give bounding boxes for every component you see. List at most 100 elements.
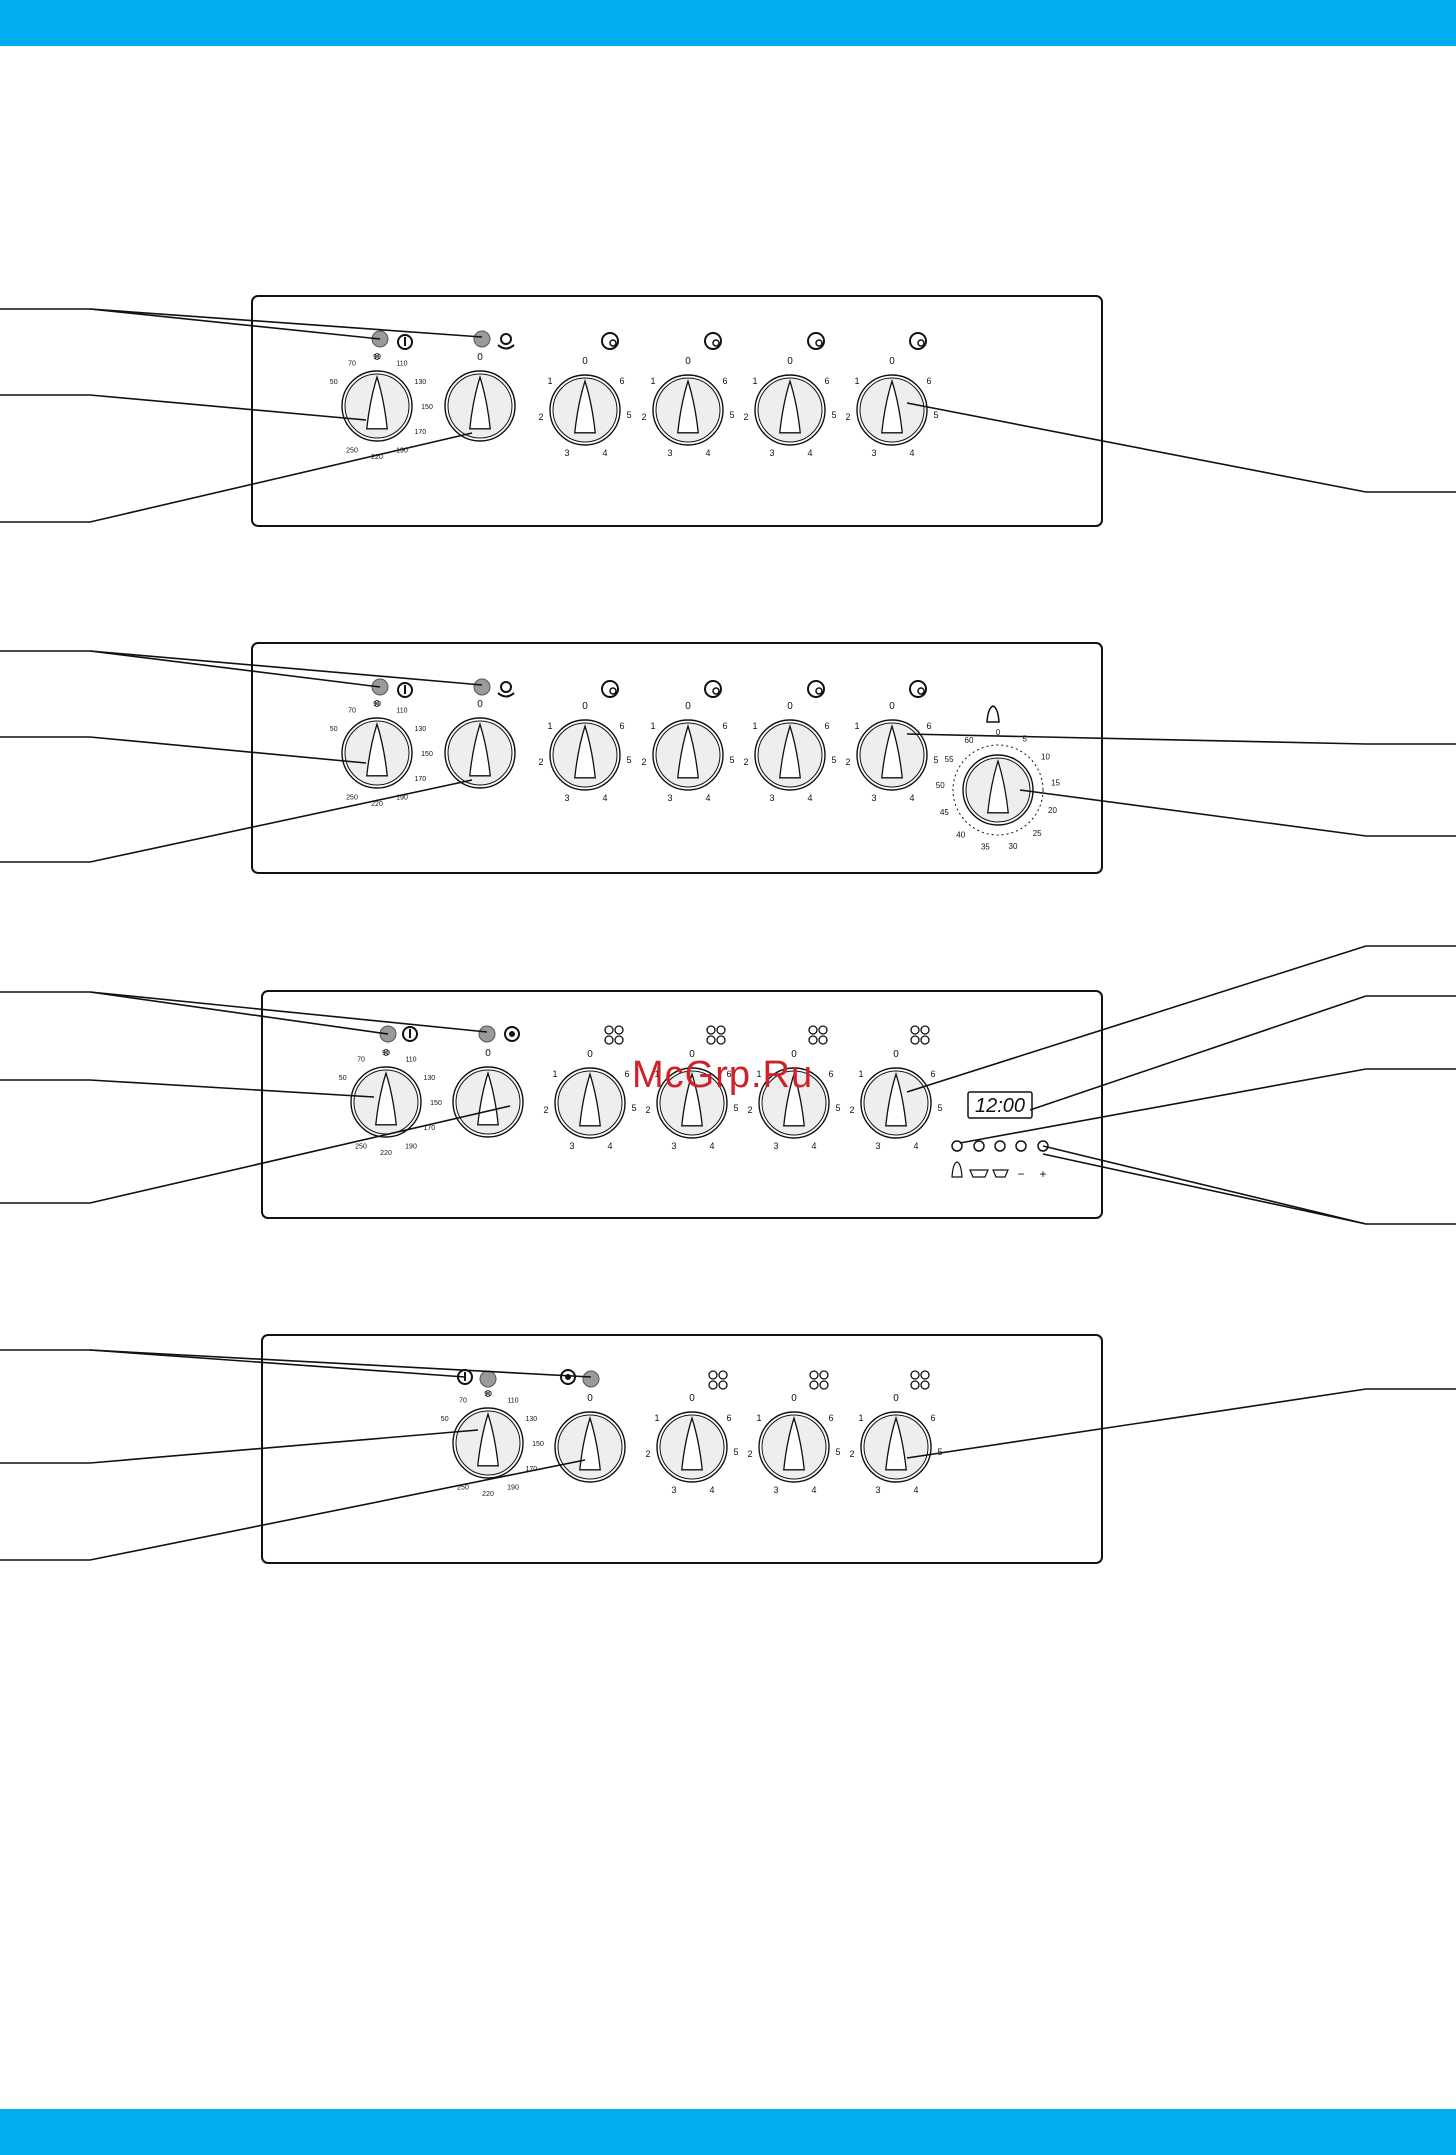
hob-scale-label: 3 xyxy=(773,1485,778,1495)
minute-timer-knob[interactable] xyxy=(962,754,1034,826)
hob-knob[interactable] xyxy=(652,374,724,446)
icon-inner xyxy=(609,687,617,695)
oven-temp-label: 110 xyxy=(396,708,407,715)
timer-scale-label: 15 xyxy=(1051,778,1060,787)
oven-temp-knob[interactable] xyxy=(341,370,413,442)
hob-front-right-icon xyxy=(807,680,825,698)
hob-scale-label: 2 xyxy=(645,1105,650,1115)
hob-scale-label: 6 xyxy=(726,1413,731,1423)
icon-zone xyxy=(910,1035,920,1045)
clock-display-frame xyxy=(967,1091,1033,1119)
hob-knob[interactable] xyxy=(860,1411,932,1483)
hob-scale-label: 2 xyxy=(538,757,543,767)
hob-scale-label: 5 xyxy=(831,410,836,420)
hob-knob[interactable] xyxy=(656,1411,728,1483)
hob-knob[interactable] xyxy=(856,719,928,791)
hob-scale-label: 6 xyxy=(619,721,624,731)
hob-scale-label: 2 xyxy=(645,1449,650,1459)
hob-scale-label: 0 xyxy=(582,356,588,367)
oven-temp-knob[interactable] xyxy=(341,717,413,789)
hob-scale-label: 4 xyxy=(705,448,710,458)
fan-icon xyxy=(504,1026,520,1042)
hob-scale-label: 0 xyxy=(791,1049,797,1060)
hob-knob[interactable] xyxy=(549,719,621,791)
hob-knob[interactable] xyxy=(754,719,826,791)
icon-dot xyxy=(509,1031,515,1037)
hob-front-right-icon xyxy=(807,332,825,350)
callout-line xyxy=(906,733,1367,745)
oven-scale-label: 0 xyxy=(477,699,483,710)
hob-knob[interactable] xyxy=(652,719,724,791)
hob-scale-label: 4 xyxy=(807,448,812,458)
hob-scale-label: 3 xyxy=(773,1141,778,1151)
icon-zone xyxy=(819,1380,829,1390)
indicator-lamp xyxy=(478,1025,496,1043)
hob-scale-label: 5 xyxy=(733,1103,738,1113)
hob-scale-label: 2 xyxy=(849,1105,854,1115)
bell-icon xyxy=(986,705,1000,723)
icon-ring xyxy=(402,1026,418,1042)
hob-scale-label: 2 xyxy=(538,412,543,422)
clock-minus-label: − xyxy=(1017,1167,1024,1181)
icon-ring xyxy=(704,680,722,698)
hob-scale-label: 6 xyxy=(619,376,624,386)
clock-button[interactable] xyxy=(951,1140,963,1152)
clock-button[interactable] xyxy=(1015,1140,1027,1152)
knob-grip xyxy=(779,378,801,434)
oven-temp-knob[interactable] xyxy=(452,1407,524,1479)
oven-temp-label: 110 xyxy=(507,1398,518,1405)
hob-scale-label: 1 xyxy=(854,721,859,731)
hob-knob[interactable] xyxy=(549,374,621,446)
thermo-icon xyxy=(402,1026,418,1042)
oven-temp-label: 170 xyxy=(423,1125,435,1132)
oven-temp-label: 220 xyxy=(482,1491,494,1498)
panel-3-frame xyxy=(261,990,1103,1219)
icon-ring xyxy=(397,682,413,698)
hob-knob[interactable] xyxy=(754,374,826,446)
knob-grip xyxy=(677,378,699,434)
zone-icon xyxy=(910,1370,930,1390)
hob-knob[interactable] xyxy=(856,374,928,446)
oven-function-knob[interactable] xyxy=(554,1411,626,1483)
hob-scale-label: 5 xyxy=(626,410,631,420)
hob-scale-label: 4 xyxy=(705,793,710,803)
indicator-lamp xyxy=(479,1370,497,1388)
knob-grip xyxy=(681,1071,703,1127)
hob-scale-label: 4 xyxy=(811,1141,816,1151)
hob-scale-label: 1 xyxy=(654,1413,659,1423)
zone-icon xyxy=(708,1370,728,1390)
hob-knob[interactable] xyxy=(656,1067,728,1139)
knob-grip xyxy=(681,1415,703,1471)
oven-function-knob[interactable] xyxy=(444,370,516,442)
hob-scale-label: 3 xyxy=(564,448,569,458)
hob-scale-label: 5 xyxy=(631,1103,636,1113)
clock-button[interactable] xyxy=(973,1140,985,1152)
timer-scale-label: 25 xyxy=(1033,829,1042,838)
hob-knob[interactable] xyxy=(758,1067,830,1139)
oven-function-knob[interactable] xyxy=(444,717,516,789)
icon-zone xyxy=(706,1025,716,1035)
oven-temp-label: 70 xyxy=(348,361,356,368)
hob-scale-label: 2 xyxy=(747,1449,752,1459)
timer-scale-label: 55 xyxy=(945,755,954,764)
oven-function-knob[interactable] xyxy=(452,1066,524,1138)
hob-scale-label: 6 xyxy=(930,1069,935,1079)
hob-knob[interactable] xyxy=(860,1067,932,1139)
oven-temp-label: 70 xyxy=(459,1398,467,1405)
hob-scale-label: 3 xyxy=(569,1141,574,1151)
callout-line xyxy=(1029,995,1367,1111)
oven-temp-knob[interactable] xyxy=(350,1066,422,1138)
icon-zone xyxy=(818,1025,828,1035)
hob-scale-label: 0 xyxy=(787,356,793,367)
hob-scale-label: 1 xyxy=(547,721,552,731)
oven-temp-label: 70 xyxy=(357,1057,365,1064)
hob-knob[interactable] xyxy=(758,1411,830,1483)
oven-temp-label: 50 xyxy=(441,1416,449,1423)
oven-scale-label: 0 xyxy=(587,1393,593,1404)
hob-scale-label: 3 xyxy=(667,793,672,803)
hob-knob[interactable] xyxy=(554,1067,626,1139)
hob-scale-label: 1 xyxy=(858,1069,863,1079)
icon-zone xyxy=(920,1380,930,1390)
clock-button[interactable] xyxy=(994,1140,1006,1152)
hob-scale-label: 4 xyxy=(811,1485,816,1495)
